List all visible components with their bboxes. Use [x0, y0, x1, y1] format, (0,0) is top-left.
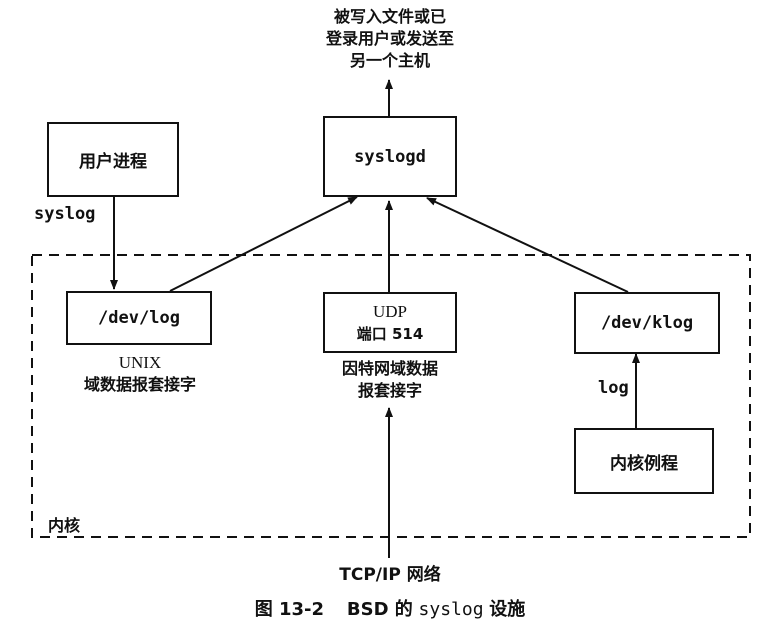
- kernel-routine-label: 内核例程: [610, 453, 678, 474]
- syslog-call-label: syslog: [34, 204, 96, 224]
- kernel-boundary: [31, 254, 751, 538]
- udp-box: UDP 端口 514: [323, 292, 457, 353]
- kernel-label: 内核: [48, 516, 81, 535]
- figure-number: 图 13-2: [254, 599, 324, 620]
- log-call-label: log: [598, 378, 629, 398]
- udp-label: UDP: [372, 301, 407, 321]
- arrow-devklog-to-syslogd: [426, 197, 629, 293]
- caption-text-after: 设施: [489, 599, 526, 620]
- tcpip-network-label: TCP/IP 网络: [315, 560, 465, 585]
- inet-label-line-2: 报套接字: [357, 381, 422, 400]
- output-note-line-3: 另一个主机: [349, 51, 430, 70]
- udp-port-label: 端口 514: [356, 324, 424, 343]
- unix-label-line-1: UNIX: [118, 353, 162, 372]
- kernel-routine-box: 内核例程: [574, 428, 714, 494]
- output-note-line-2: 登录用户或发送至: [325, 29, 454, 48]
- inet-label-line-1: 因特网域数据: [341, 359, 438, 378]
- unix-socket-label: UNIX 域数据报套接字: [55, 352, 225, 396]
- caption-text-before: BSD 的: [346, 599, 413, 620]
- tcpip-text: TCP/IP 网络: [339, 565, 441, 585]
- dev-log-label: /dev/log: [98, 308, 180, 328]
- dev-klog-box: /dev/klog: [574, 292, 720, 354]
- output-note-line-1: 被写入文件或已: [333, 7, 446, 26]
- inet-socket-label: 因特网域数据 报套接字: [310, 358, 470, 402]
- user-process-box: 用户进程: [47, 122, 179, 197]
- figure-caption: 图 13-2 BSD 的 syslog 设施: [200, 595, 580, 621]
- caption-code: syslog: [418, 599, 484, 620]
- dev-klog-label: /dev/klog: [600, 313, 694, 333]
- user-process-label: 用户进程: [79, 152, 147, 172]
- output-destination-note: 被写入文件或已 登录用户或发送至 另一个主机: [300, 6, 480, 72]
- unix-label-line-2: 域数据报套接字: [83, 375, 196, 394]
- arrow-devlog-to-syslogd: [169, 196, 358, 292]
- dev-log-box: /dev/log: [66, 291, 212, 345]
- syslogd-box: syslogd: [323, 116, 457, 197]
- syslogd-label: syslogd: [354, 146, 426, 167]
